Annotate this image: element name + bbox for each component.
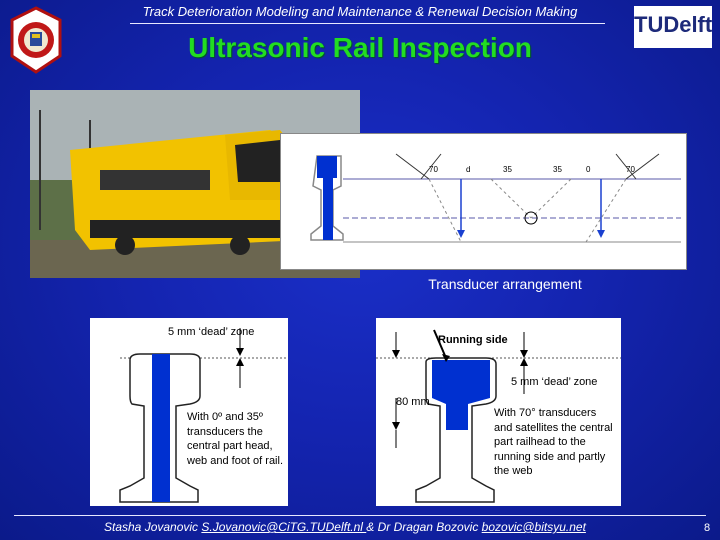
header-divider	[130, 23, 605, 24]
transducer-arrangement-diagram: 70 d 35 35 0 70	[280, 133, 687, 270]
footer-credits: Stasha Jovanovic S.Jovanovic@CiTG.TUDelf…	[104, 520, 586, 534]
dead-zone-label-left: 5 mm ‘dead’ zone	[168, 326, 255, 338]
angle-label-5: 0	[586, 165, 591, 174]
university-seal-logo	[10, 6, 62, 74]
email-link-2[interactable]: bozovic@bitsyu.net	[481, 520, 586, 534]
running-side-label: Running side	[438, 334, 508, 346]
footer-divider	[14, 515, 706, 516]
course-title: Track Deterioration Modeling and Mainten…	[142, 4, 578, 19]
email-link-1[interactable]: S.Jovanovic@CiTG.TUDelft.nl	[201, 520, 367, 534]
rail-profile-0-35-diagram	[119, 328, 288, 503]
depth-label: 80 mm	[396, 396, 430, 408]
right-diagram-description: With 70° transducers and satellites the …	[494, 407, 613, 477]
left-diagram-description: With 0º and 35º transducers the central …	[187, 411, 284, 467]
angle-label-2: d	[466, 165, 470, 174]
angle-label-1: 70	[429, 165, 438, 174]
left-diagram-panel: 5 mm ‘dead’ zone With 0º and 35º transdu…	[90, 318, 288, 506]
tudelft-logo-text: TUDelft	[634, 12, 713, 37]
transducer-caption: Transducer arrangement	[428, 276, 582, 292]
page-number: 8	[704, 522, 711, 534]
slide-title: Ultrasonic Rail Inspection	[188, 32, 532, 63]
angle-label-3: 35	[503, 165, 512, 174]
dead-zone-label-right: 5 mm ‘dead’ zone	[511, 376, 598, 388]
rail-profile-70-diagram	[376, 329, 621, 503]
angle-label-6: 70	[626, 165, 635, 174]
tudelft-logo: TUDelft	[634, 6, 712, 48]
right-diagram-panel: Running side 5 mm ‘dead’ zone 80 mm With…	[376, 318, 621, 506]
author-name-1: Stasha Jovanovic	[104, 520, 202, 534]
angle-label-4: 35	[553, 165, 562, 174]
author-connector: & Dr Dragan Bozovic	[366, 520, 482, 534]
